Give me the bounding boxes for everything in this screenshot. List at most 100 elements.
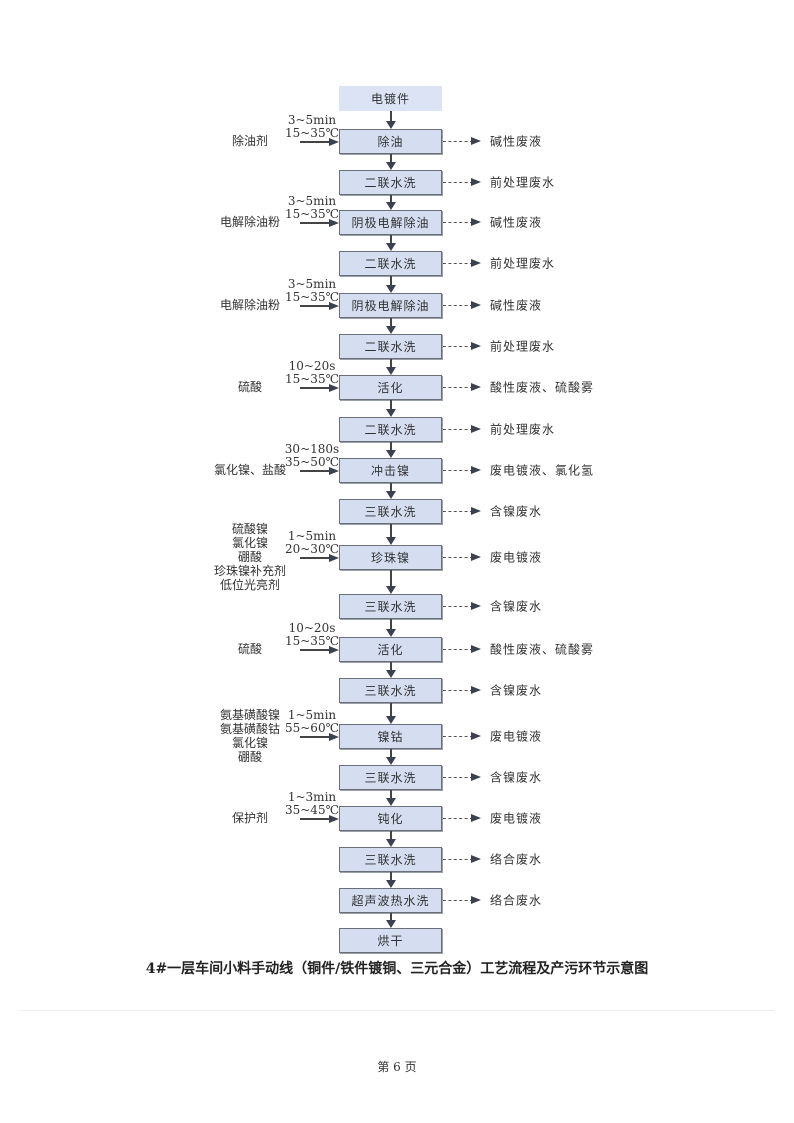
process-condition: 15~35℃ — [284, 634, 340, 648]
input-connector — [300, 305, 330, 307]
process-condition: 3~5min — [287, 113, 337, 127]
emission-label: 酸性废液、硫酸雾 — [490, 380, 595, 395]
process-condition: 1~3min — [287, 790, 337, 804]
arrow-down-icon — [386, 920, 396, 928]
arrow-right-icon — [471, 466, 481, 474]
process-step: 烘干 — [339, 928, 442, 953]
process-condition: 3~5min — [287, 194, 337, 208]
emission-label: 含镍废水 — [490, 504, 543, 519]
flow-connector — [390, 619, 392, 631]
emission-connector — [443, 182, 473, 183]
flow-connector — [390, 570, 392, 588]
input-connector — [300, 557, 330, 559]
flow-connector — [390, 111, 392, 123]
input-material: 珍珠镍补充剂 — [213, 564, 286, 578]
arrow-down-icon — [386, 285, 396, 293]
arrow-right-icon — [329, 137, 339, 146]
input-material: 氯化镍 — [231, 736, 268, 750]
emission-connector — [443, 305, 473, 306]
arrow-down-icon — [386, 798, 396, 806]
process-step: 三联水洗 — [339, 765, 442, 790]
emission-connector — [443, 859, 473, 860]
arrow-right-icon — [471, 137, 481, 145]
arrow-right-icon — [471, 178, 481, 186]
arrow-down-icon — [386, 491, 396, 499]
emission-connector — [443, 690, 473, 691]
process-step: 二联水洗 — [339, 334, 442, 359]
arrow-right-icon — [471, 383, 481, 391]
emission-label: 碱性废液 — [490, 215, 543, 230]
input-material: 电解除油粉 — [219, 298, 280, 312]
flow-connector — [390, 662, 392, 672]
arrow-down-icon — [386, 629, 396, 637]
input-connector — [300, 649, 330, 651]
emission-label: 含镍废水 — [490, 599, 543, 614]
arrow-down-icon — [386, 367, 396, 375]
emission-label: 前处理废水 — [490, 175, 556, 190]
process-condition: 10~20s — [288, 621, 336, 635]
process-condition: 35~45℃ — [284, 803, 340, 817]
arrow-right-icon — [329, 218, 339, 227]
input-material: 硫酸 — [237, 380, 262, 394]
arrow-right-icon — [471, 645, 481, 653]
emission-label: 碱性废液 — [490, 134, 543, 149]
process-condition: 55~60℃ — [284, 721, 340, 735]
emission-label: 前处理废水 — [490, 256, 556, 271]
emission-connector — [443, 387, 473, 388]
process-condition: 1~5min — [287, 708, 337, 722]
process-step: 珍珠镍 — [339, 545, 442, 570]
process-step: 活化 — [339, 375, 442, 400]
emission-label: 废电镀液 — [490, 550, 543, 565]
flow-connector — [390, 195, 392, 204]
flow-connector — [390, 400, 392, 411]
emission-connector — [443, 606, 473, 607]
emission-label: 络合废水 — [490, 893, 543, 908]
process-step: 阴极电解除油 — [339, 293, 442, 318]
arrow-right-icon — [471, 732, 481, 740]
input-connector — [300, 470, 330, 472]
emission-label: 络合废水 — [490, 852, 543, 867]
arrow-down-icon — [386, 586, 396, 594]
flow-connector — [390, 872, 392, 882]
emission-label: 酸性废液、硫酸雾 — [490, 642, 595, 657]
arrow-down-icon — [386, 121, 396, 129]
input-material: 氨基磺酸镍 — [219, 708, 280, 722]
emission-connector — [443, 777, 473, 778]
input-material: 氨基磺酸钴 — [219, 722, 280, 736]
flow-connector — [390, 359, 392, 369]
flow-connector — [390, 524, 392, 539]
process-step: 三联水洗 — [339, 499, 442, 524]
arrow-down-icon — [386, 757, 396, 765]
process-step: 阴极电解除油 — [339, 210, 442, 235]
emission-connector — [443, 263, 473, 264]
figure-caption: 4#一层车间小料手动线（铜件/铁件镀铜、三元合金）工艺流程及产污环节示意图 — [145, 961, 649, 977]
arrow-right-icon — [471, 507, 481, 515]
flow-connector — [390, 790, 392, 800]
input-connector — [300, 736, 330, 738]
process-step: 二联水洗 — [339, 251, 442, 276]
input-connector — [300, 818, 330, 820]
arrow-right-icon — [329, 466, 339, 475]
arrow-right-icon — [471, 686, 481, 694]
emission-connector — [443, 900, 473, 901]
process-condition: 15~35℃ — [284, 126, 340, 140]
input-materials: 硫酸 — [190, 642, 310, 656]
input-connector — [300, 387, 330, 389]
emission-connector — [443, 818, 473, 819]
emission-label: 含镍废水 — [490, 770, 543, 785]
arrow-right-icon — [471, 425, 481, 433]
process-step: 二联水洗 — [339, 417, 442, 442]
input-material: 硫酸 — [237, 642, 262, 656]
emission-connector — [443, 346, 473, 347]
emission-connector — [443, 141, 473, 142]
process-step: 三联水洗 — [339, 847, 442, 872]
emission-label: 废电镀液、氯化氢 — [490, 463, 595, 478]
